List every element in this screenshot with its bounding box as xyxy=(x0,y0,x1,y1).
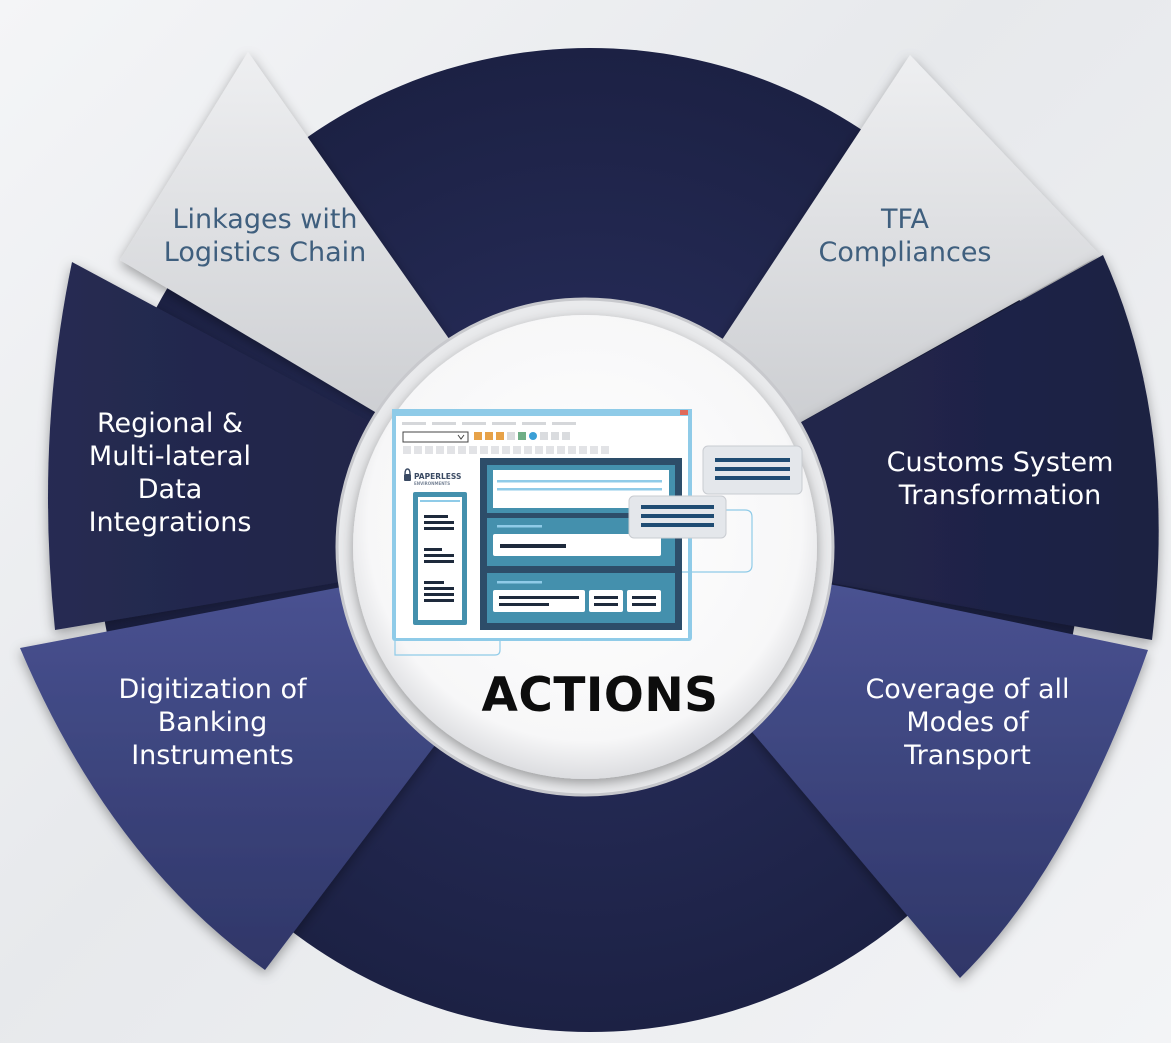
app-window-illustration: PAPERLESS ENVIRONMENTS xyxy=(392,409,803,656)
label-linkages: Linkages with Logistics Chain xyxy=(163,204,367,268)
label-transport: Coverage of all Modes of Transport xyxy=(865,674,1070,771)
label-banking: Digitization of Banking Instruments xyxy=(118,674,307,771)
label-regional: Regional & Multi-lateral Data Integratio… xyxy=(88,408,252,538)
label-tfa: TFA Compliances xyxy=(818,204,992,268)
label-customs: Customs System Transformation xyxy=(886,447,1114,511)
center-title: ACTIONS xyxy=(481,668,719,723)
logo-text: PAPERLESS xyxy=(414,472,461,481)
logo-subtext: ENVIRONMENTS xyxy=(414,481,450,486)
paperless-logo: PAPERLESS ENVIRONMENTS xyxy=(404,468,461,486)
